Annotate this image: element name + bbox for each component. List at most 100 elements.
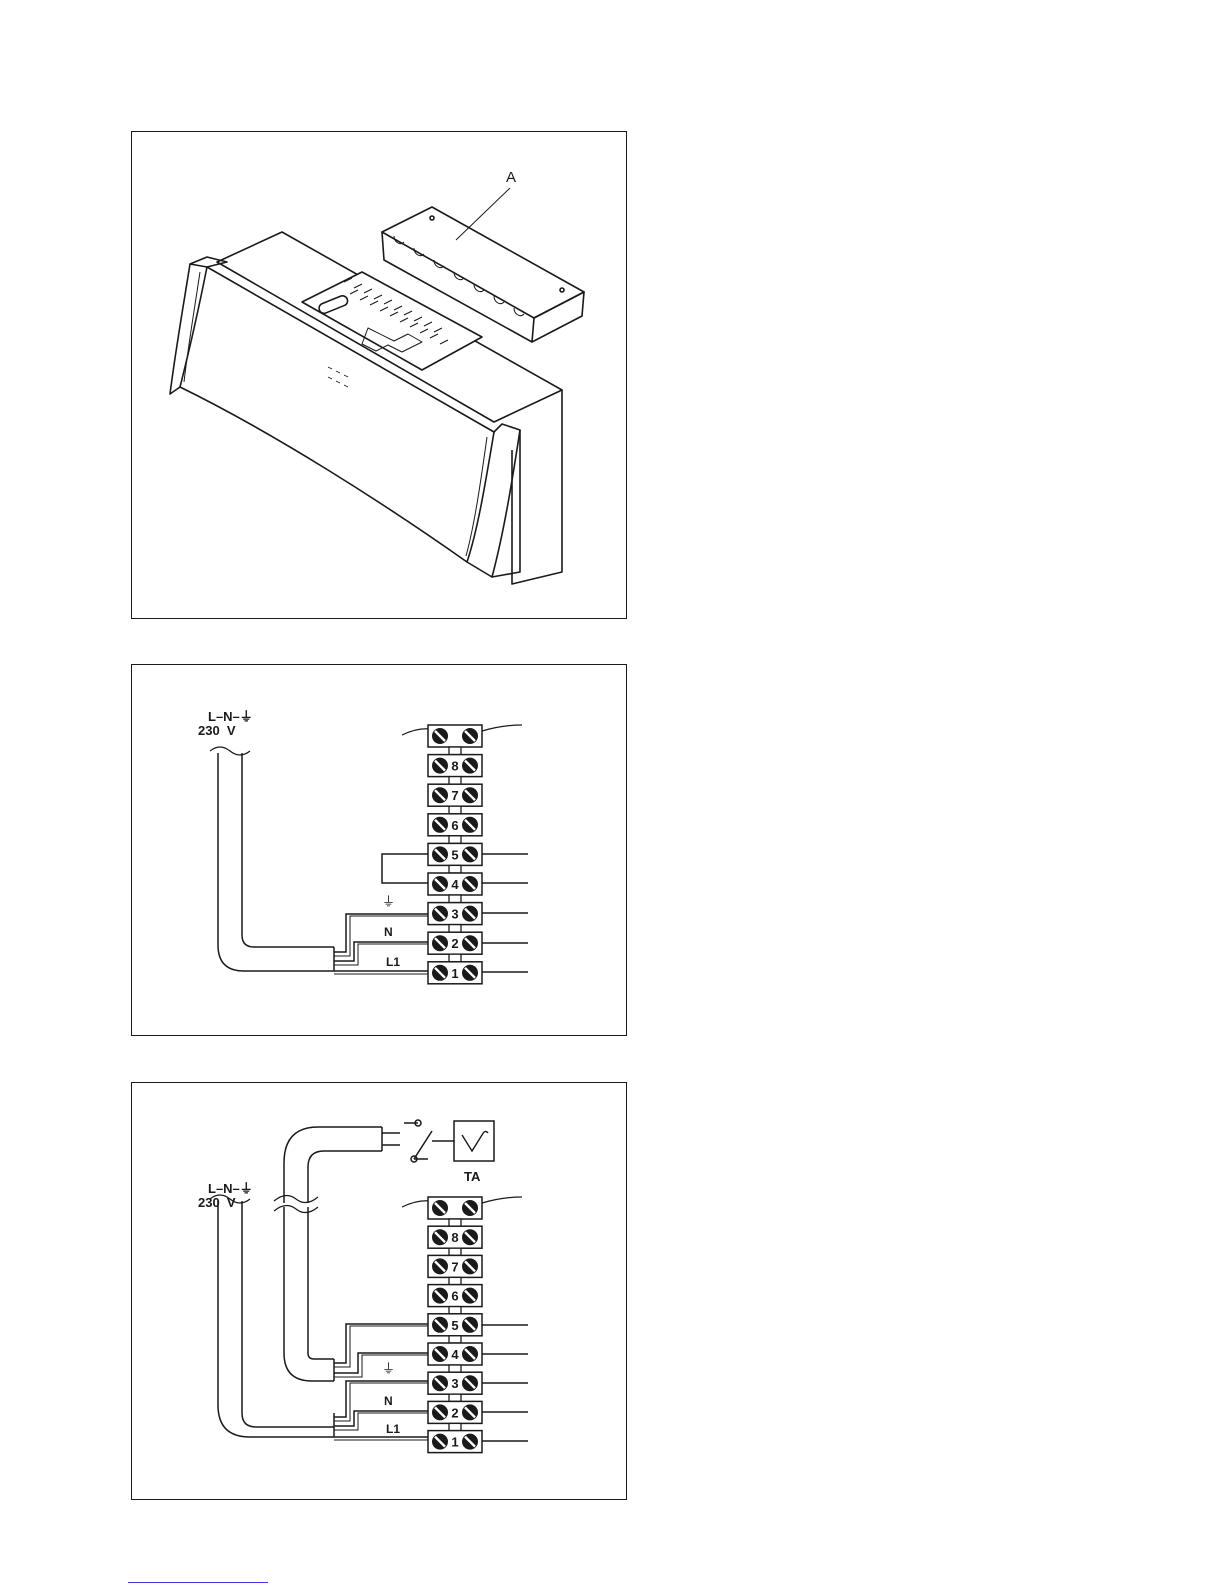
terminal-link (449, 1248, 461, 1255)
screw-icon (432, 1404, 448, 1420)
screw-icon (432, 935, 448, 951)
terminal-number: 1 (451, 966, 458, 981)
terminal-block: 3 (428, 1372, 482, 1394)
screw-icon (432, 728, 448, 744)
wire-label-earth: ⏚ (382, 895, 395, 910)
terminal-strip: 8 7 6 5 4 3 2 1 (428, 725, 482, 984)
screw-icon (462, 728, 478, 744)
screw-icon (432, 1434, 448, 1450)
terminal-number: 3 (451, 907, 458, 922)
terminal-link (449, 895, 461, 903)
screw-icon (462, 1346, 478, 1362)
wire-label-earth: ⏚ (382, 1362, 395, 1377)
screw-icon (462, 935, 478, 951)
terminal-block: 1 (428, 1431, 482, 1453)
terminal-link (449, 1277, 461, 1284)
screw-icon (432, 1317, 448, 1333)
figure-boiler-terminal-cover: A (131, 131, 627, 619)
callout-leader (456, 188, 510, 240)
screw-icon (462, 1258, 478, 1274)
terminal-number: 4 (451, 1347, 459, 1362)
terminal-block (428, 725, 482, 747)
screw-icon (462, 876, 478, 892)
terminal-number: 6 (451, 818, 458, 833)
terminal-link (449, 865, 461, 873)
terminal-link (449, 1336, 461, 1343)
wire-neutral (334, 942, 428, 961)
wire-ta-4 (334, 1353, 428, 1373)
screw-icon (462, 758, 478, 774)
thermostat-label: TA (464, 1169, 481, 1184)
terminal-block: 6 (428, 814, 482, 836)
screw-icon (432, 965, 448, 981)
thermostat-box (454, 1121, 494, 1161)
screw-icon (432, 906, 448, 922)
terminal-block (428, 1197, 482, 1219)
terminal-block: 8 (428, 1226, 482, 1248)
screw-icon (462, 1317, 478, 1333)
terminal-strip: 8 7 6 5 4 3 2 1 (428, 1197, 482, 1453)
wire-label-neutral: N (384, 925, 393, 939)
terminal-link (449, 1423, 461, 1430)
terminal-number: 7 (451, 788, 458, 803)
terminal-link (449, 925, 461, 933)
terminal-link (449, 806, 461, 814)
terminal-block: 2 (428, 1401, 482, 1423)
terminal-number: 7 (451, 1259, 458, 1274)
screw-icon (462, 1229, 478, 1245)
screw-icon (462, 1375, 478, 1391)
wire-ta-5 (334, 1324, 428, 1363)
thermostat-switch (404, 1123, 432, 1159)
terminal-number: 5 (451, 847, 458, 862)
figure-thermostat-wiring: 87654321 TA L–N–⏚ 230 V ⏚ N L1 (131, 1082, 627, 1500)
terminal-link (449, 1394, 461, 1401)
screw-icon (432, 787, 448, 803)
terminal-link (449, 747, 461, 755)
terminal-link (449, 777, 461, 785)
screw-icon (462, 1200, 478, 1216)
terminal-link (449, 1365, 461, 1372)
terminal-number: 8 (451, 1230, 458, 1245)
wire-label-neutral: N (384, 1394, 393, 1408)
terminal-block: 6 (428, 1285, 482, 1307)
terminal-number: 2 (451, 1405, 458, 1420)
terminal-number: 6 (451, 1289, 458, 1304)
screw-icon (432, 1200, 448, 1216)
screw-icon (432, 1288, 448, 1304)
screw-icon (432, 876, 448, 892)
thermostat-cable (284, 1127, 382, 1203)
footer-link-underline (128, 1582, 268, 1583)
terminal-link (449, 1307, 461, 1314)
terminal-number: 8 (451, 759, 458, 774)
terminal-block: 5 (428, 843, 482, 865)
screw-icon (462, 846, 478, 862)
screw-icon (462, 1288, 478, 1304)
terminal-block: 7 (428, 1255, 482, 1277)
bridge-4-5 (382, 854, 428, 883)
terminal-block: 1 (428, 962, 482, 984)
screw-icon (462, 965, 478, 981)
terminal-number: 5 (451, 1318, 458, 1333)
callout-label-a: A (506, 169, 516, 186)
screw-icon (462, 1434, 478, 1450)
wire-label-line: L1 (386, 1422, 400, 1436)
screw-icon (432, 1346, 448, 1362)
screw-icon (462, 787, 478, 803)
voltage-label: 230 V (198, 723, 236, 738)
terminal-block: 4 (428, 873, 482, 895)
terminal-block: 4 (428, 1343, 482, 1365)
screw-icon (432, 1258, 448, 1274)
screw-icon (432, 1375, 448, 1391)
screw-icon (432, 1229, 448, 1245)
terminal-block: 5 (428, 1314, 482, 1336)
terminal-link (449, 1219, 461, 1226)
terminal-number: 2 (451, 936, 458, 951)
terminal-link (449, 954, 461, 962)
terminal-number: 3 (451, 1376, 458, 1391)
screw-icon (432, 846, 448, 862)
terminal-number: 1 (451, 1435, 458, 1450)
wire-label-line: L1 (386, 955, 400, 969)
supply-cable (218, 753, 334, 971)
